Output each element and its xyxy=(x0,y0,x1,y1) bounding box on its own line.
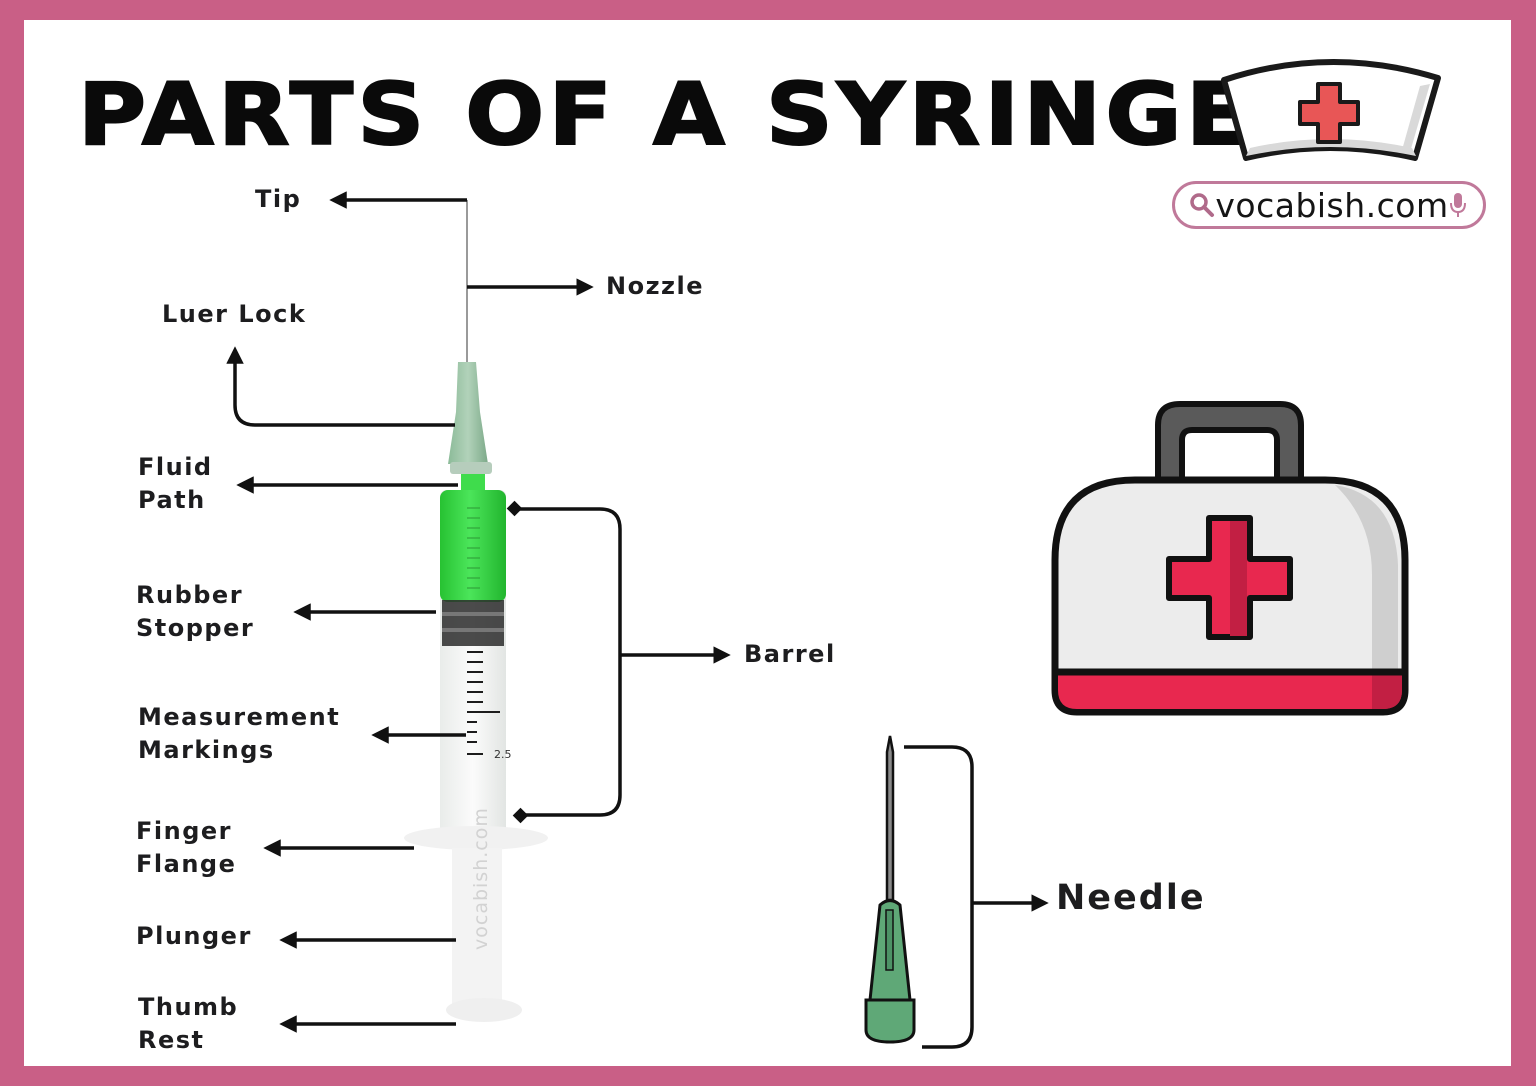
label-nozzle: Nozzle xyxy=(606,272,705,300)
watermark: vocabish.com xyxy=(470,807,492,950)
label-tip: Tip xyxy=(255,185,302,213)
brand-search-bar: vocabish.com xyxy=(1172,181,1486,229)
label-plunger: Plunger xyxy=(136,922,252,950)
poster-sheet xyxy=(24,20,1511,1066)
search-icon xyxy=(1190,193,1214,217)
page-title: PARTS OF A SYRINGE xyxy=(77,65,1254,165)
label-barrel: Barrel xyxy=(744,640,836,668)
label-needle: Needle xyxy=(1056,878,1206,918)
microphone-icon xyxy=(1450,193,1466,217)
label-luer-lock: Luer Lock xyxy=(162,300,307,328)
brand-url: vocabish.com xyxy=(1215,185,1449,225)
